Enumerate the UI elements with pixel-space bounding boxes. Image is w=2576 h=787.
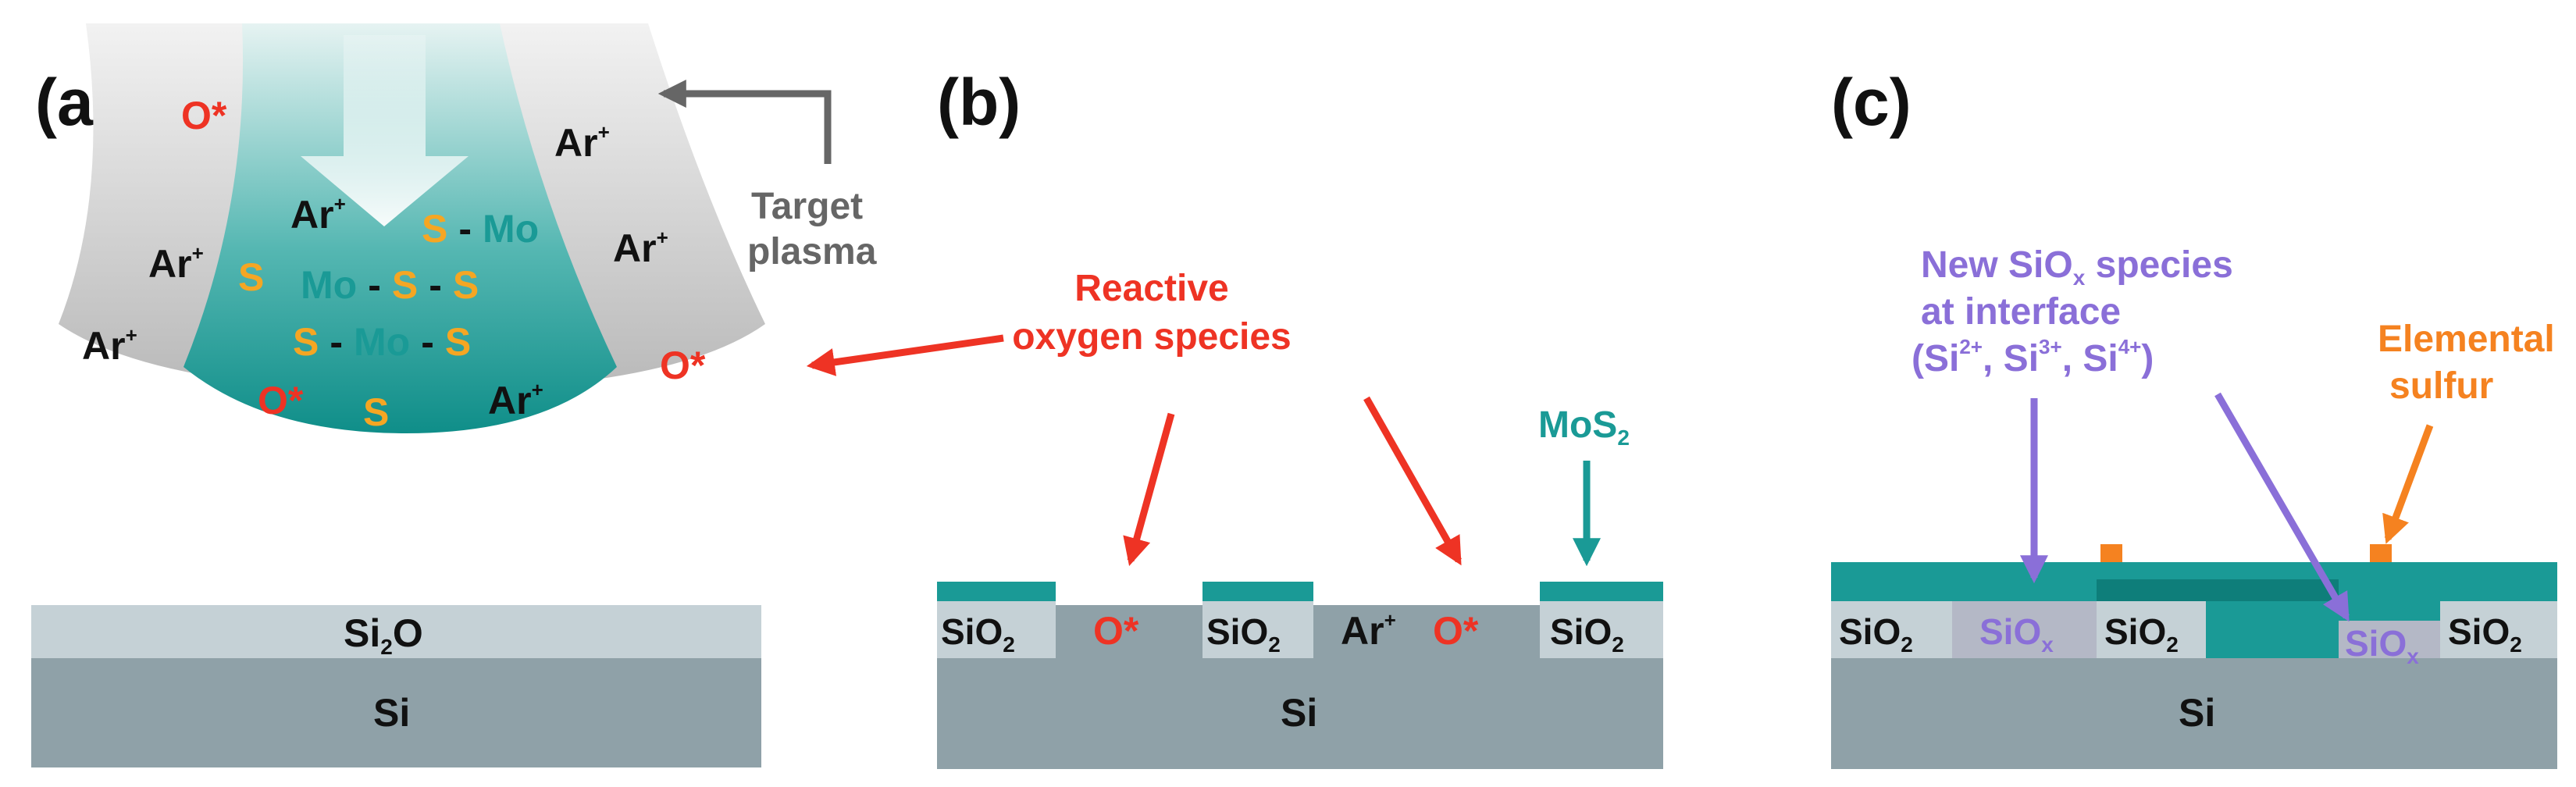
oxygen-arrow-left (1123, 412, 1175, 566)
o-star-species: O* (1433, 609, 1479, 653)
o-star-species: O* (660, 344, 706, 387)
mos2-flake (937, 582, 1056, 601)
o-star-species: O* (1093, 609, 1139, 653)
o-star-species: O* (258, 379, 304, 422)
svg-text:Ar+: Ar+ (148, 241, 204, 286)
svg-text:SiO2: SiO2 (1550, 611, 1624, 657)
mos2-flake (1540, 582, 1663, 601)
ar-ion-species: Ar+ (1341, 608, 1396, 653)
svg-text:Ar+: Ar+ (554, 120, 610, 165)
ar-ion-species: Ar+ (613, 226, 668, 270)
svg-text:SiOx: SiOx (1979, 611, 2054, 657)
svg-text:Ar+: Ar+ (290, 192, 346, 237)
sio2-block (937, 601, 1056, 658)
svg-text:Mo-S-S: Mo-S-S (301, 263, 479, 307)
svg-text:SiO2: SiO2 (941, 611, 1015, 657)
mos2-film-step (1952, 579, 2097, 601)
elemental-sulfur-label-line1: Elemental (2378, 319, 2555, 360)
mos2-flake (1202, 582, 1313, 601)
plasma-inner-cone (183, 23, 617, 433)
ar-ion-species: Ar+ (82, 323, 137, 368)
si-substrate-label: Si (2179, 691, 2215, 735)
mos2-film-step (2339, 579, 2440, 621)
sio2-block (1202, 601, 1313, 658)
mos2-label: MoS2 (1538, 404, 1630, 450)
sio2-label: SiO2 (2448, 611, 2522, 657)
si-substrate-label: Si (373, 691, 410, 735)
svg-text:SiO2: SiO2 (1839, 611, 1913, 657)
si-substrate (31, 658, 761, 767)
new-siox-label-line3: (Si2+, Si3+, Si4+) (1912, 335, 2154, 379)
s-mo-row: S-Mo (422, 207, 539, 251)
panel-c: (c) New SiOx species at interface (Si2+,… (1831, 66, 2557, 769)
si2o-layer (31, 605, 761, 658)
oxygen-arrow-right (1363, 396, 1462, 566)
panel-a: (a) O* Ar+ Ar+ Ar+ Ar+ O* Ar+ S-Mo S Mo-… (31, 23, 877, 767)
svg-text:SiO2: SiO2 (1206, 611, 1281, 657)
o-star-species: O* (181, 94, 227, 137)
ar-ion-species: Ar+ (148, 241, 204, 286)
si-substrate-label: Si (1281, 691, 1317, 735)
new-siox-label-line2: at interface (1921, 291, 2121, 333)
sio2-block (1540, 601, 1663, 658)
down-flow-arrow-icon (301, 35, 469, 226)
ar-ion-species: Ar+ (488, 378, 543, 422)
si2o-layer-label: Si2O (344, 611, 423, 659)
target-plasma-label-line2: plasma (747, 231, 877, 272)
svg-text:Si2O: Si2O (344, 611, 423, 659)
reactive-to-cone-arrow (806, 334, 1004, 376)
s-mo-s-row: S-Mo-S (293, 320, 471, 364)
svg-text:SiO2: SiO2 (2448, 611, 2522, 657)
target-plasma-arrow (657, 80, 832, 164)
svg-text:Ar+: Ar+ (613, 226, 668, 270)
elemental-sulfur-particle (2370, 544, 2392, 562)
mos2-film-dark (2097, 579, 2339, 601)
svg-text:Ar+: Ar+ (1341, 608, 1396, 653)
mo-s-s-row: Mo-S-S (301, 263, 479, 307)
siox-arrow-right (2214, 392, 2350, 622)
new-siox-label-line1: New SiOx species (1921, 244, 2233, 290)
elemental-sulfur-label-line2: sulfur (2389, 365, 2493, 407)
elemental-sulfur-arrow (2382, 424, 2434, 544)
svg-text:SiO2: SiO2 (2104, 611, 2179, 657)
svg-text:MoS2: MoS2 (1538, 404, 1630, 450)
ar-ion-species: Ar+ (554, 120, 610, 165)
siox-label: SiOx (2345, 623, 2419, 668)
reactive-label-line1: Reactive (1074, 268, 1228, 309)
panel-c-label: (c) (1831, 66, 1912, 139)
svg-text:Ar+: Ar+ (82, 323, 137, 368)
target-plasma-label-line1: Target (751, 186, 863, 227)
reactive-label-line2: oxygen species (1012, 316, 1292, 358)
svg-text:SiOx: SiOx (2345, 623, 2419, 668)
siox-region (2339, 621, 2440, 658)
svg-text:S-Mo-S: S-Mo-S (293, 320, 471, 364)
mos2-filled-trench (2206, 601, 2339, 658)
s-species: S (238, 255, 264, 299)
sio2-label: SiO2 (2104, 611, 2179, 657)
panel-b-label: (b) (937, 66, 1021, 139)
svg-text:Ar+: Ar+ (488, 378, 543, 422)
ar-ion-species: Ar+ (290, 192, 346, 237)
panel-b: (b) Reactive oxygen species MoS2 SiO2 O*… (937, 66, 1663, 769)
s-species: S (363, 390, 389, 434)
siox-label: SiOx (1979, 611, 2054, 657)
siox-region (1952, 601, 2097, 658)
sio2-label: SiO2 (941, 611, 1015, 657)
elemental-sulfur-particle (2100, 544, 2122, 562)
sio2-label: SiO2 (1839, 611, 1913, 657)
sio2-label: SiO2 (1550, 611, 1624, 657)
sio2-label: SiO2 (1206, 611, 1281, 657)
svg-text:S-Mo: S-Mo (422, 207, 539, 251)
